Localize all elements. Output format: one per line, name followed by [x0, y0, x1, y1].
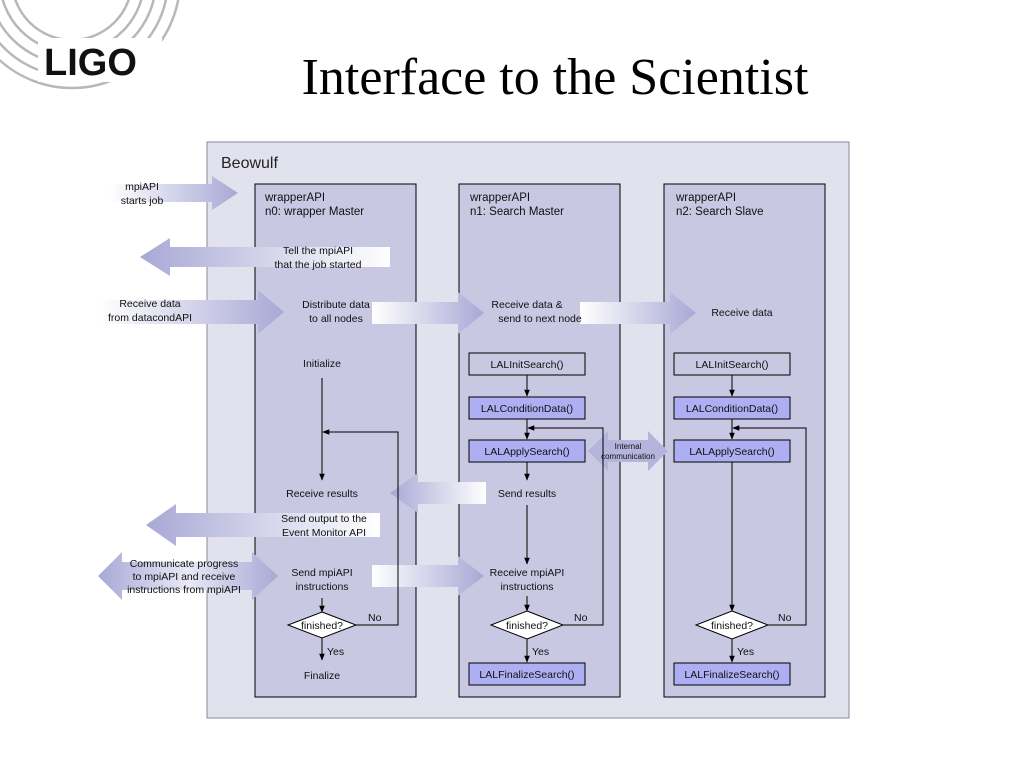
internal-comm-1: Internal — [615, 442, 642, 451]
arrow-distribute — [372, 292, 484, 334]
sm-receive-mpi-1: Receive mpiAPI — [490, 567, 565, 579]
label-receive-data-ext: Receive data — [119, 298, 180, 310]
master-loop-no — [322, 429, 399, 626]
sm-no: No — [574, 612, 588, 624]
label-communicate-3: instructions from mpiAPI — [127, 584, 241, 596]
ss-yes: Yes — [737, 646, 754, 658]
label-receive-send-2: send to next node — [498, 313, 582, 325]
sm-yes: Yes — [532, 646, 549, 658]
col1-header-line1: wrapperAPI — [469, 192, 530, 204]
master-yes: Yes — [327, 646, 344, 658]
label-initialize: Initialize — [303, 358, 341, 370]
label-communicate-1: Communicate progress — [130, 558, 239, 570]
sm-apply-label: LALApplySearch() — [484, 446, 569, 458]
sm-condition-label: LALConditionData() — [481, 403, 573, 415]
label-from-datacond: from datacondAPI — [108, 312, 192, 324]
label-receive-send-1: Receive data & — [491, 299, 562, 311]
col2-header-line1: wrapperAPI — [675, 192, 736, 204]
label-distribute-2: to all nodes — [309, 313, 363, 325]
ss-condition-label: LALConditionData() — [686, 403, 778, 415]
label-send-output-1: Send output to the — [281, 513, 367, 525]
sm-init-label: LALInitSearch() — [491, 359, 564, 371]
sm-finished: finished? — [506, 620, 548, 632]
sm-send-results: Send results — [498, 488, 556, 500]
ligo-logo: LIGO — [0, 0, 180, 90]
ss-loop-no — [732, 425, 807, 626]
beowulf-label: Beowulf — [221, 155, 278, 172]
label-communicate-2: to mpiAPI and receive — [133, 571, 236, 583]
label-send-mpi-1: Send mpiAPI — [291, 567, 352, 579]
sm-receive-mpi-2: instructions — [500, 581, 553, 593]
label-mpiapi: mpiAPI — [125, 181, 159, 193]
ss-init-label: LALInitSearch() — [696, 359, 769, 371]
slave-receive-data: Receive data — [711, 307, 772, 319]
arrow-starts-job — [110, 176, 238, 210]
label-finalize: Finalize — [304, 670, 340, 682]
column-wrapper-master — [254, 183, 417, 698]
label-send-output-2: Event Monitor API — [282, 527, 366, 539]
label-send-mpi-2: instructions — [295, 581, 348, 593]
arrow-send-results — [390, 473, 486, 513]
ss-finalize-box — [673, 662, 791, 686]
label-tell-mpi-2: that the job started — [275, 259, 362, 271]
ss-finished: finished? — [711, 620, 753, 632]
arrow-receive-data — [100, 290, 284, 334]
label-receive-results: Receive results — [286, 488, 358, 500]
col0-header-line1: wrapperAPI — [264, 192, 325, 204]
arrow-send-instructions — [372, 556, 484, 596]
col1-header-line2: n1: Search Master — [470, 206, 564, 218]
arrow-tell-mpi — [140, 238, 390, 276]
internal-comm-2: communication — [601, 452, 655, 461]
arrow-communicate — [98, 552, 278, 600]
arrow-send-output — [146, 504, 380, 546]
col0-header-line2: n0: wrapper Master — [265, 206, 364, 218]
ss-apply-label: LALApplySearch() — [689, 446, 774, 458]
slide-title: Interface to the Scientist — [301, 49, 809, 106]
col2-header-line2: n2: Search Slave — [676, 206, 764, 218]
label-distribute-1: Distribute data — [302, 299, 370, 311]
logo-text: LIGO — [44, 42, 137, 84]
master-no: No — [368, 612, 382, 624]
sm-finalize-box — [468, 662, 586, 686]
label-starts-job: starts job — [121, 195, 164, 207]
arrow-send-next — [580, 292, 696, 334]
arrow-internal-comm — [588, 431, 668, 471]
ss-finalize-label: LALFinalizeSearch() — [684, 669, 779, 681]
sm-loop-no — [527, 425, 604, 626]
label-tell-mpi-1: Tell the mpiAPI — [283, 245, 353, 257]
ss-no: No — [778, 612, 792, 624]
master-finished: finished? — [301, 620, 343, 632]
sm-finalize-label: LALFinalizeSearch() — [479, 669, 574, 681]
